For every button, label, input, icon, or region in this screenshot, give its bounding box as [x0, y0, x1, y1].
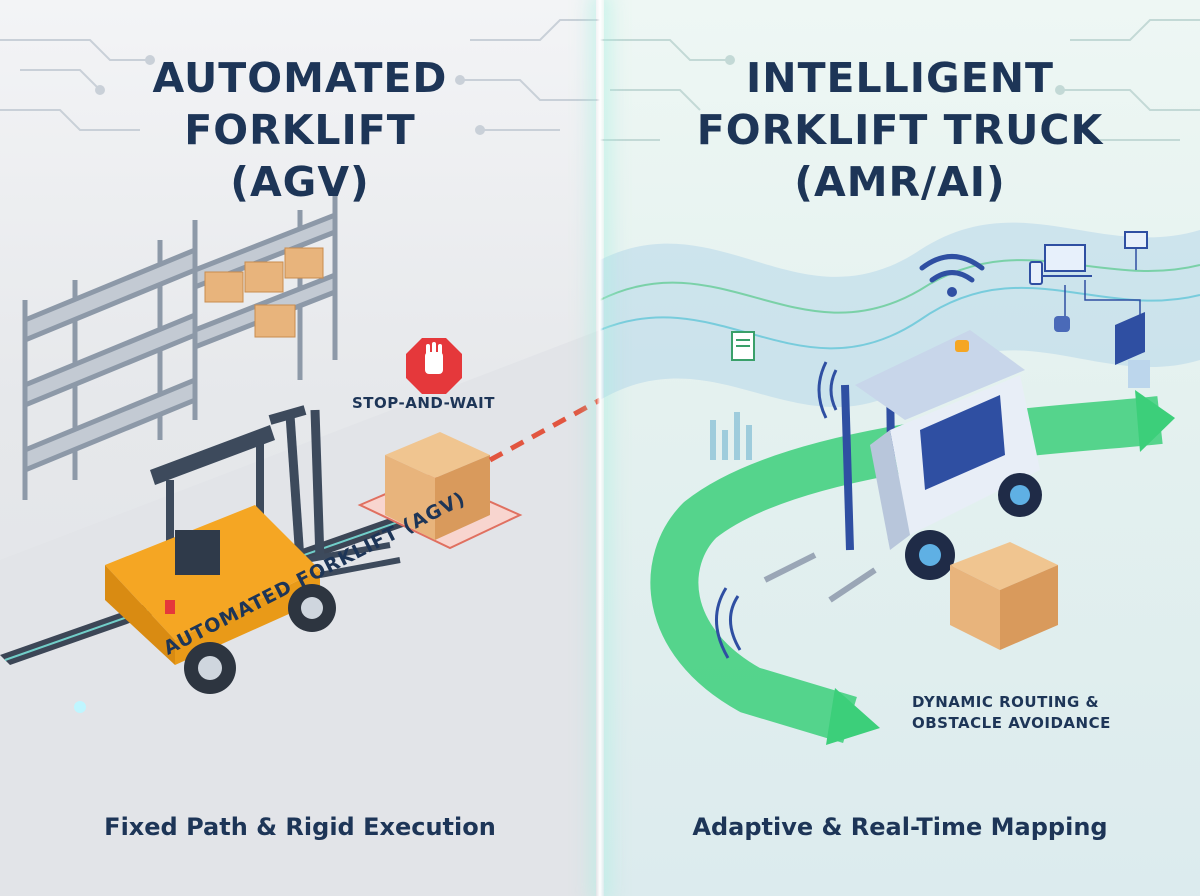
sensor-wave-icon	[715, 361, 838, 659]
wifi-icon	[919, 254, 985, 297]
circuit-decoration-left	[0, 19, 600, 135]
shelf-boxes	[204, 247, 324, 338]
agv-forklift	[105, 405, 401, 694]
agv-panel: AUTOMATED FORKLIFT (AGV) STOP-AND-WAIT A…	[0, 0, 600, 896]
amr-title-line: FORKLIFT TRUCK	[696, 106, 1104, 154]
amr-title-line: (AMR/AI)	[794, 158, 1006, 206]
document-icon	[731, 331, 755, 361]
camera-icon	[1054, 316, 1070, 332]
dynamic-route-arrow	[650, 396, 1163, 743]
track-light	[74, 701, 86, 713]
routing-label-line: OBSTACLE AVOIDANCE	[912, 714, 1111, 732]
panel-divider	[596, 0, 604, 896]
route-arrowhead-bottom	[826, 688, 880, 745]
amr-title: INTELLIGENT FORKLIFT TRUCK (AMR/AI)	[600, 52, 1200, 208]
circuit-decoration-right	[600, 19, 1200, 141]
agv-title: AUTOMATED FORKLIFT (AGV)	[0, 52, 600, 208]
amr-title-line: INTELLIGENT	[746, 54, 1054, 102]
agv-title-line: (AGV)	[230, 158, 370, 206]
agv-title-line: FORKLIFT	[184, 106, 416, 154]
agv-caption: Fixed Path & Rigid Execution	[104, 813, 496, 841]
agv-title-line: AUTOMATED	[152, 54, 448, 102]
amr-illustration	[600, 19, 1200, 745]
agv-illustration	[0, 19, 600, 713]
hologram-bars	[710, 412, 752, 460]
stop-and-wait-label: STOP-AND-WAIT	[352, 394, 495, 412]
stop-signal-line	[488, 397, 600, 463]
amr-caption: Adaptive & Real-Time Mapping	[692, 813, 1108, 841]
routing-label-line: DYNAMIC ROUTING &	[912, 693, 1100, 711]
laptop-icon	[1038, 244, 1092, 277]
amr-forklift	[763, 330, 1042, 603]
stop-hand-icon	[406, 338, 462, 394]
phone-icon	[1029, 261, 1043, 285]
monitor-icon	[1124, 231, 1148, 249]
obstacle-box	[385, 432, 490, 540]
route-arrowhead-top	[1135, 390, 1175, 452]
cargo-box	[950, 542, 1058, 650]
server-icon	[1115, 312, 1150, 388]
routing-label: DYNAMIC ROUTING & OBSTACLE AVOIDANCE	[912, 692, 1111, 734]
amr-panel: INTELLIGENT FORKLIFT TRUCK (AMR/AI) DYNA…	[600, 0, 1200, 896]
